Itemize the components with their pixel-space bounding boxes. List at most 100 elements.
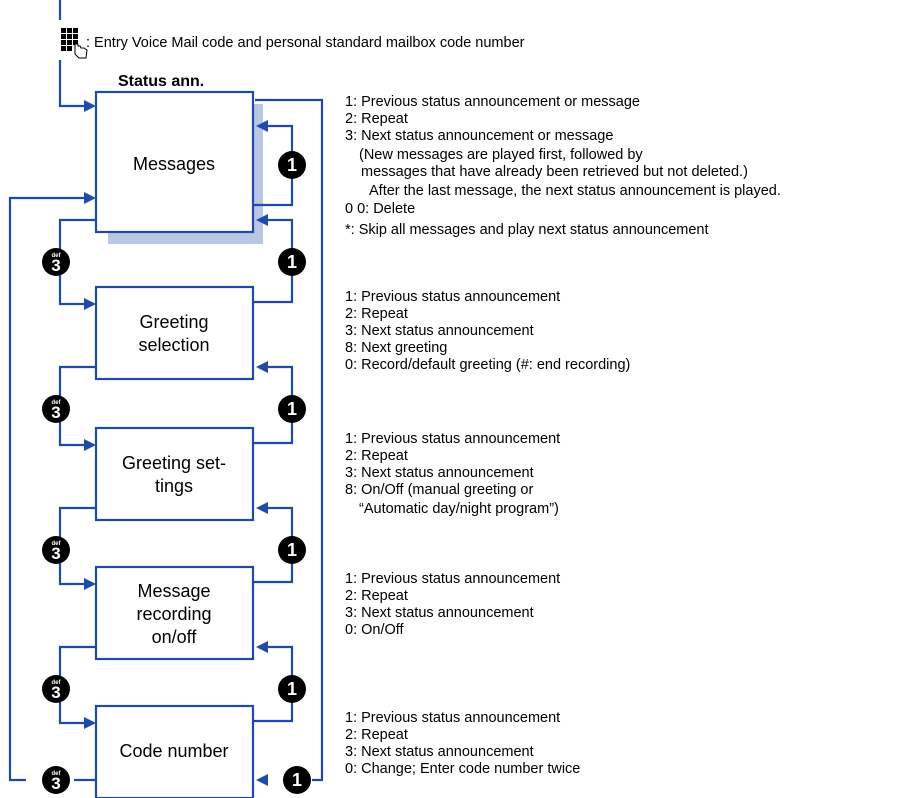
badge-number: 3 <box>51 683 60 702</box>
entry-instruction: : Entry Voice Mail code and personal sta… <box>86 35 525 51</box>
code-number-box <box>94 704 255 798</box>
next-arrow <box>84 717 96 729</box>
badge-number: 3 <box>51 403 60 422</box>
greeting-selection-options: 1: Previous status announcement 2: Repea… <box>345 289 630 373</box>
badge-number: 1 <box>287 399 297 419</box>
option-line: 2: Repeat <box>345 588 408 604</box>
option-line: “Automatic day/night program”) <box>359 501 559 517</box>
message-recording-box <box>94 565 255 661</box>
badge-circle <box>42 675 70 703</box>
option-line: 3: Next status announcement <box>345 465 534 481</box>
badge-circle <box>278 151 306 179</box>
option-line: 3: Next status announcement <box>345 744 534 760</box>
option-line: After the last message, the next status … <box>369 183 781 199</box>
next-arrow <box>84 578 96 590</box>
badge-circle <box>278 395 306 423</box>
messages-options: 1: Previous status announcement or messa… <box>345 94 781 238</box>
badge-number: 3 <box>51 544 60 563</box>
left-loop-arrow <box>84 192 96 204</box>
entry-line <box>58 60 86 108</box>
greeting-settings-label-1: Greeting set- <box>122 453 226 473</box>
badge-circle <box>283 766 311 794</box>
option-line: 8: On/Off (manual greeting or <box>345 482 534 498</box>
message-recording-label-3: on/off <box>152 627 198 647</box>
badge-letters: def <box>52 400 62 406</box>
option-line: 2: Repeat <box>345 306 408 322</box>
option-line: messages that have already been retrieve… <box>361 164 748 180</box>
badge-number: 1 <box>287 155 297 175</box>
option-line: 0 0: Delete <box>345 201 415 217</box>
badge-circle <box>278 536 306 564</box>
messages-box <box>94 90 255 234</box>
badge-circle <box>42 248 70 276</box>
back-arrow <box>256 502 268 514</box>
key-1-badge: 1 <box>278 395 306 423</box>
greeting-settings-box <box>94 426 255 522</box>
back-arrow <box>256 641 268 653</box>
option-line: 0: On/Off <box>345 622 405 638</box>
badge-letters: def <box>52 680 62 686</box>
badge-number: 3 <box>51 774 60 793</box>
badge-circle <box>42 766 70 794</box>
code-number-options: 1: Previous status announcement 2: Repea… <box>345 710 580 777</box>
back-arrow <box>256 214 268 226</box>
next-arrow <box>84 439 96 451</box>
back-arrow <box>256 361 268 373</box>
option-line: 8: Next greeting <box>345 340 447 356</box>
option-line: (New messages are played first, followed… <box>359 147 643 163</box>
badge-number: 1 <box>292 770 302 790</box>
option-line: 0: Change; Enter code number twice <box>345 761 580 777</box>
badge-circle <box>278 675 306 703</box>
option-line: 1: Previous status announcement <box>345 710 560 726</box>
entry-arrow <box>84 100 96 112</box>
message-recording-label-1: Message <box>137 581 210 601</box>
greeting-selection-label-1: Greeting <box>139 312 208 332</box>
option-line: 1: Previous status announcement <box>345 571 560 587</box>
badge-number: 1 <box>287 540 297 560</box>
option-line: 1: Previous status announcement <box>345 289 560 305</box>
option-line: 3: Next status announcement <box>345 323 534 339</box>
key-1-badge: 1 <box>278 675 306 703</box>
key-1-badge: 1 <box>278 151 306 179</box>
option-line: 2: Repeat <box>345 111 408 127</box>
option-line: 1: Previous status announcement <box>345 431 560 447</box>
badge-letters: def <box>52 541 62 547</box>
code-back-arrow <box>256 774 268 786</box>
next-arrow <box>84 298 96 310</box>
status-ann-header: Status ann. <box>118 73 204 90</box>
option-line: 2: Repeat <box>345 727 408 743</box>
code-number-label: Code number <box>119 741 228 761</box>
badge-circle <box>278 248 306 276</box>
greeting-settings-options: 1: Previous status announcement 2: Repea… <box>345 431 560 517</box>
key-1-badge: 1 <box>278 536 306 564</box>
message-recording-options: 1: Previous status announcement 2: Repea… <box>345 571 560 638</box>
key-1-badge: 1 <box>278 248 306 276</box>
greeting-selection-label-2: selection <box>138 335 209 355</box>
badge-letters: def <box>52 771 62 777</box>
badge-number: 3 <box>51 256 60 275</box>
option-line: 0: Record/default greeting (#: end recor… <box>345 357 630 373</box>
keypad-hand-icon <box>61 28 88 59</box>
greeting-selection-box <box>94 285 255 381</box>
badge-number: 1 <box>287 679 297 699</box>
option-line: 1: Previous status announcement or messa… <box>345 94 640 110</box>
greeting-settings-label-2: tings <box>155 476 193 496</box>
messages-label: Messages <box>133 154 215 174</box>
badge-number: 1 <box>287 252 297 272</box>
badge-circle <box>42 395 70 423</box>
option-line: 3: Next status announcement <box>345 605 534 621</box>
left-loop-line <box>8 196 86 782</box>
badge-circle <box>42 536 70 564</box>
key-1-badge: 1 <box>283 766 311 794</box>
messages-self-arrow <box>256 120 268 132</box>
message-recording-label-2: recording <box>136 604 211 624</box>
badge-letters: def <box>52 253 62 259</box>
right-loop-line <box>255 98 324 782</box>
option-line: 3: Next status announcement or message <box>345 128 613 144</box>
